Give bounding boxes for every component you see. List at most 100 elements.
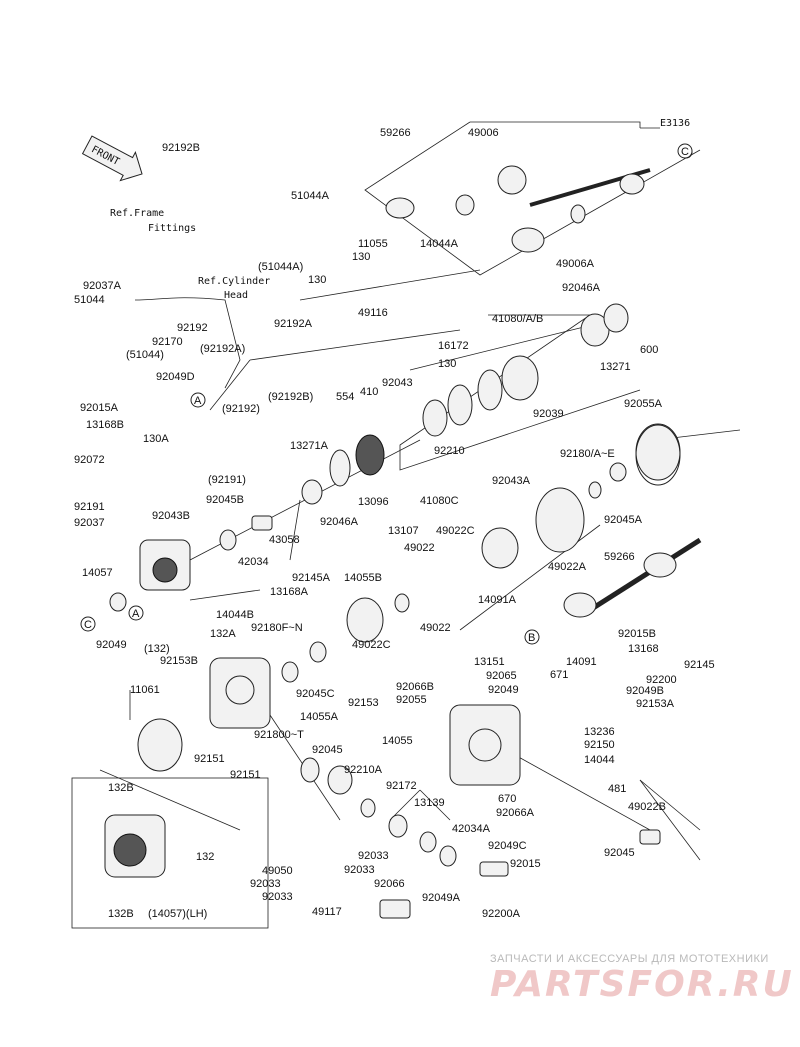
callout-42034a: 42034A — [452, 823, 491, 835]
cv-joint-shape — [385, 197, 415, 219]
callout-92045-bot: 92045 — [604, 847, 635, 859]
callout-92045-mid: 92045 — [312, 744, 343, 756]
callout-132a: 132A — [210, 628, 236, 640]
callout-132b-top: 132B — [108, 782, 134, 794]
callout-92065: 92065 — [486, 670, 517, 682]
callout-14055a: 14055A — [300, 711, 339, 723]
callout-92153b: 92153B — [160, 655, 198, 667]
callout-130-b: 130 — [308, 274, 326, 286]
callout-92072: 92072 — [74, 454, 105, 466]
callout-92192: 92192 — [177, 322, 208, 334]
callout-92045b: 92045B — [206, 494, 244, 506]
callout-51044-paren: (51044) — [126, 349, 164, 361]
callout-92046a-top: 92046A — [562, 282, 601, 294]
callout-11055: 11055 — [358, 238, 388, 250]
callout-13168: 13168 — [628, 643, 659, 655]
callout-42034: 42034 — [238, 556, 269, 568]
ref-circle-a-top: A — [194, 395, 202, 407]
callout-13139: 13139 — [414, 797, 445, 809]
callout-13168b: 13168B — [86, 419, 124, 431]
watermark-line1: ЗАПЧАСТИ И АКСЕССУАРЫ ДЛЯ МОТОТЕХНИКИ — [490, 953, 769, 965]
ref-cylinder-line1: Ref.Cylinder — [198, 276, 270, 287]
callout-13271a: 13271A — [290, 440, 329, 452]
callout-92015: 92015 — [510, 858, 541, 870]
callout-92045c: 92045C — [296, 688, 335, 700]
callout-92180ot: 921800~T — [254, 729, 304, 741]
diagram-id: E3136 — [660, 118, 690, 129]
callout-92180fn: 92180F~N — [251, 622, 303, 634]
callout-92066: 92066 — [374, 878, 405, 890]
callout-92015a: 92015A — [80, 402, 119, 414]
callout-92153a: 92153A — [636, 698, 675, 710]
callout-51044: 51044 — [74, 294, 105, 306]
callout-92210a: 92210A — [344, 764, 383, 776]
callout-92045a-mid: 92045A — [604, 514, 643, 526]
callout-13107: 13107 — [388, 525, 419, 537]
callout-92191-paren: (92191) — [208, 474, 246, 486]
callout-92200: 92200 — [646, 674, 677, 686]
callout-49022c-mid: 49022C — [352, 639, 391, 651]
callout-130a: 130A — [143, 433, 169, 445]
callout-92191: 92191 — [74, 501, 105, 513]
ref-circle-c-left: C — [84, 619, 92, 631]
reference-texts: E3136 Ref.Frame Fittings Ref.Cylinder He… — [110, 118, 690, 920]
callout-92033-d: 92033 — [262, 891, 293, 903]
callout-92049c: 92049C — [488, 840, 527, 852]
callout-92153: 92153 — [348, 697, 379, 709]
circle-refs: C A A B C B — [80, 143, 693, 645]
ref-frame-line1: Ref.Frame — [110, 208, 164, 219]
callout-49022b: 49022B — [628, 801, 666, 813]
callout-132-paren: (132) — [144, 643, 170, 655]
callout-92192b: 92192B — [162, 142, 200, 154]
callout-92037a: 92037A — [83, 280, 122, 292]
callout-92049-b: 92049 — [488, 684, 519, 696]
callout-14055: 14055 — [382, 735, 413, 747]
detail-box-caption: (14057)(LH) — [148, 908, 207, 920]
callout-92210: 92210 — [434, 445, 465, 457]
callout-92015b: 92015B — [618, 628, 656, 640]
callout-13151: 13151 — [474, 656, 505, 668]
callout-49022-b: 49022 — [420, 622, 451, 634]
callout-49050: 49050 — [262, 865, 293, 877]
callout-92192a-paren: (92192A) — [200, 343, 245, 355]
callout-92033-c: 92033 — [250, 878, 281, 890]
callout-130-a: 130 — [352, 251, 370, 263]
callout-92192a: 92192A — [274, 318, 313, 330]
callout-92145a: 92145A — [292, 572, 331, 584]
callout-49022a: 49022A — [548, 561, 587, 573]
callout-92172: 92172 — [386, 780, 417, 792]
watermark: ЗАПЧАСТИ И АКСЕССУАРЫ ДЛЯ МОТОТЕХНИКИ PA… — [490, 953, 794, 1005]
callout-49006: 49006 — [468, 127, 499, 139]
callout-49022-a: 49022 — [404, 542, 435, 554]
callout-13168a: 13168A — [270, 586, 309, 598]
callout-92192b-paren: (92192B) — [268, 391, 313, 403]
callout-92049a: 92049A — [422, 892, 461, 904]
ref-circle-c-top: C — [681, 146, 689, 158]
callout-481: 481 — [608, 783, 626, 795]
callout-16172: 16172 — [438, 340, 469, 352]
callout-92180ae: 92180/A~E — [560, 448, 615, 460]
detail-box — [71, 777, 269, 929]
callout-92049d: 92049D — [156, 371, 195, 383]
callout-554: 554 — [336, 391, 354, 403]
callout-92150: 92150 — [584, 739, 615, 751]
callout-92039: 92039 — [533, 408, 564, 420]
callout-92200a: 92200A — [482, 908, 521, 920]
callout-92055: 92055 — [396, 694, 427, 706]
callout-92043b: 92043B — [152, 510, 190, 522]
callout-41080c: 41080C — [420, 495, 459, 507]
callout-92066a: 92066A — [496, 807, 535, 819]
callout-92170: 92170 — [152, 336, 183, 348]
callout-43058: 43058 — [269, 534, 300, 546]
callout-14057: 14057 — [82, 567, 113, 579]
callout-92033-a: 92033 — [358, 850, 389, 862]
callout-51044a-paren: (51044A) — [258, 261, 303, 273]
ref-cylinder-line2: Head — [224, 290, 248, 301]
watermark-logo: PARTSFOR.RU — [490, 964, 794, 1005]
callout-92033-b: 92033 — [344, 864, 375, 876]
callout-13096: 13096 — [358, 496, 389, 508]
callout-92192-paren: (92192) — [222, 403, 260, 415]
callout-49117: 49117 — [312, 906, 342, 918]
callout-49116: 49116 — [358, 307, 388, 319]
